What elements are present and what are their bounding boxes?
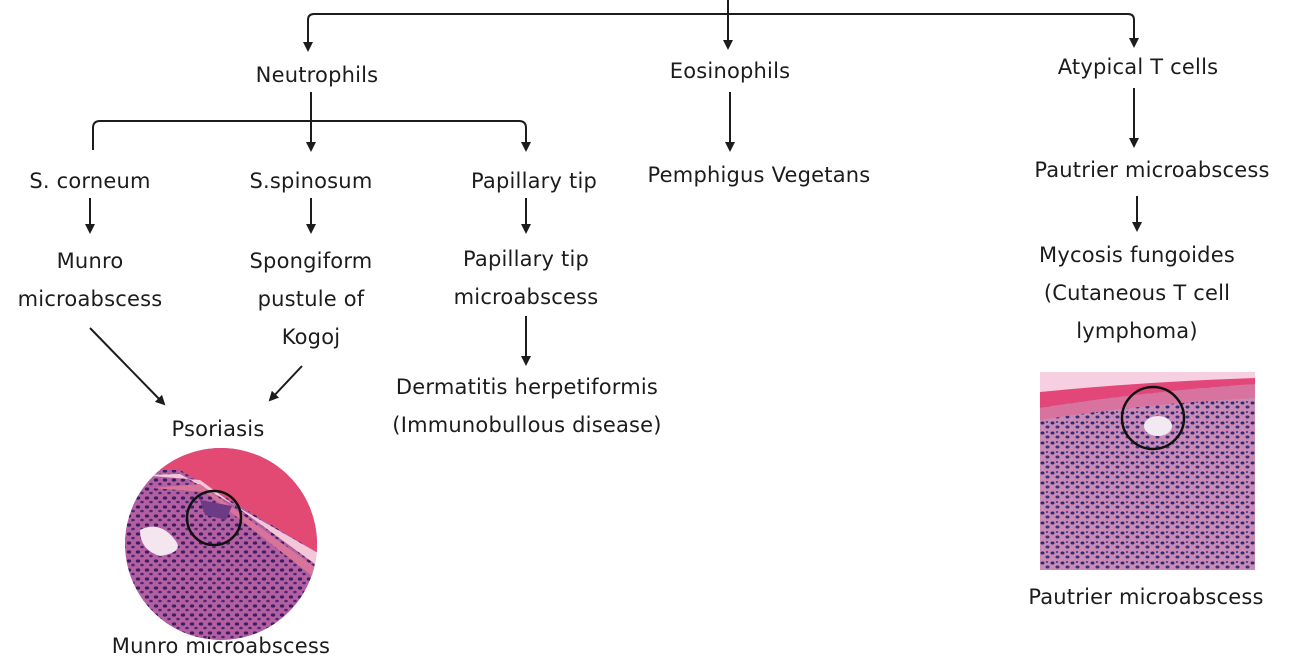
- caption-pautrier-image: Pautrier microabscess: [1004, 578, 1288, 616]
- node-mycosis-fungoides: Mycosis fungoides (Cutaneous T cell lymp…: [1012, 236, 1262, 350]
- node-spongiform-pustule: Spongiform pustule of Kogoj: [224, 242, 398, 356]
- node-neutrophils: Neutrophils: [232, 56, 402, 94]
- node-papillary-tip: Papillary tip: [455, 162, 613, 200]
- spongiform-line-3: Kogoj: [224, 318, 398, 356]
- munro-histology-image: [120, 440, 330, 640]
- node-munro-microabscess: Munro microabscess: [4, 242, 176, 318]
- node-pautrier-microabscess: Pautrier microabscess: [1012, 151, 1292, 189]
- node-pemphigus-vegetans: Pemphigus Vegetans: [628, 156, 890, 194]
- node-atypical-t-cells: Atypical T cells: [1040, 48, 1236, 86]
- munro-line-2: microabscess: [4, 280, 176, 318]
- papillary-line-2: microabscess: [436, 278, 616, 316]
- mycosis-line-2: (Cutaneous T cell: [1012, 274, 1262, 312]
- node-eosinophils: Eosinophils: [655, 52, 805, 90]
- arrow-top-bar: [308, 14, 1134, 48]
- mycosis-line-1: Mycosis fungoides: [1012, 236, 1262, 274]
- node-papillary-tip-microabscess: Papillary tip microabscess: [436, 240, 616, 316]
- node-s-corneum: S. corneum: [10, 162, 170, 200]
- caption-munro-image: Munro microabscess: [80, 627, 362, 665]
- node-dermatitis-herpetiformis: Dermatitis herpetiformis (Immunobullous …: [372, 368, 682, 444]
- arrow-munro-to-psoriasis: [90, 328, 164, 404]
- arrow-kogoj-to-psoriasis: [270, 366, 302, 400]
- mycosis-line-3: lymphoma): [1012, 312, 1262, 350]
- dermatitis-line-1: Dermatitis herpetiformis: [372, 368, 682, 406]
- spongiform-line-1: Spongiform: [224, 242, 398, 280]
- node-psoriasis: Psoriasis: [150, 410, 286, 448]
- arrow-neutrophils-split: [93, 121, 526, 150]
- papillary-line-1: Papillary tip: [436, 240, 616, 278]
- spongiform-line-2: pustule of: [224, 280, 398, 318]
- munro-line-1: Munro: [4, 242, 176, 280]
- node-s-spinosum: S.spinosum: [236, 162, 386, 200]
- dermatitis-line-2: (Immunobullous disease): [372, 406, 682, 444]
- pautrier-histology-image: [1040, 372, 1255, 570]
